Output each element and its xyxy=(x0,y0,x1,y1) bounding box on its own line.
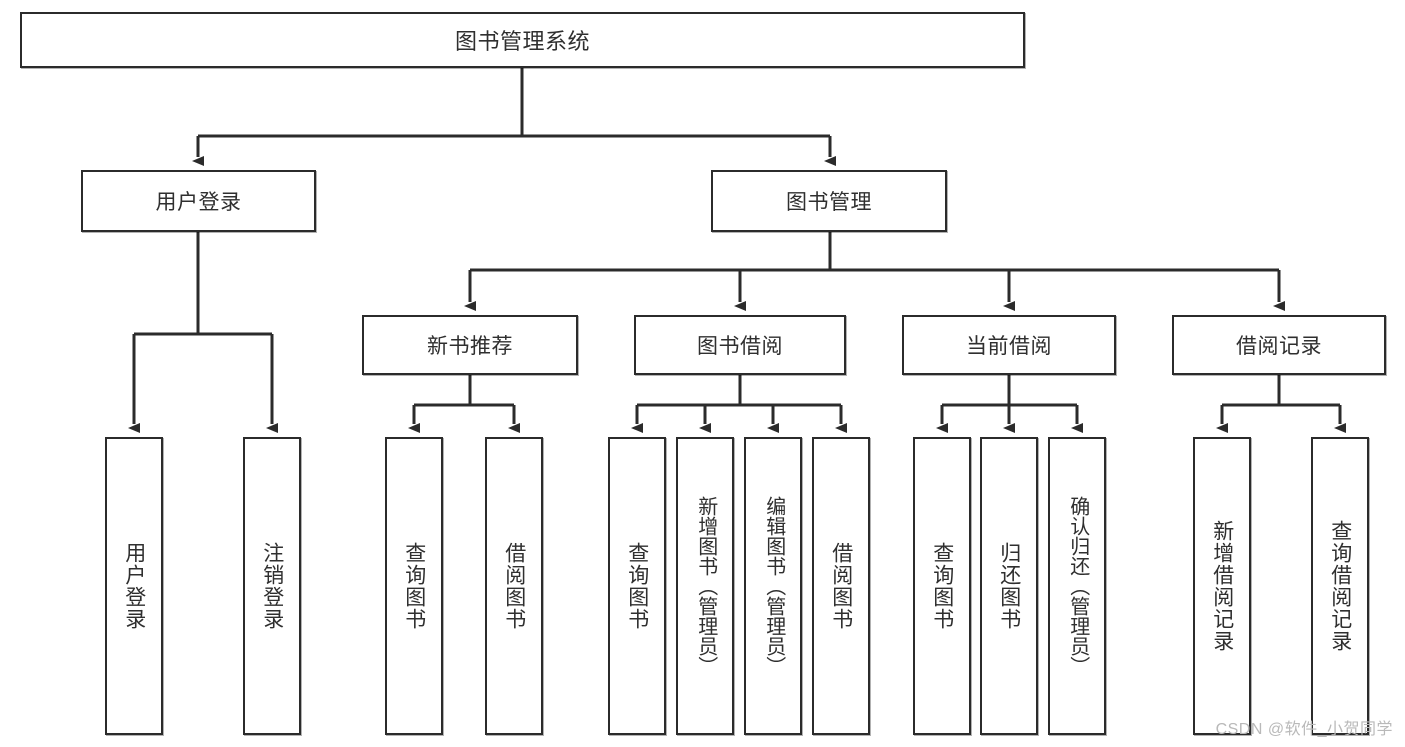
node-label: 借阅图书 xyxy=(502,542,526,630)
node-book-management[interactable]: 图书管理 xyxy=(711,170,947,232)
node-label: 注销登录 xyxy=(260,542,284,630)
leaf-borrow-books[interactable]: 借阅图书 xyxy=(812,437,870,735)
leaf-query-books-borrow[interactable]: 查询图书 xyxy=(608,437,666,735)
node-label: 图书借阅 xyxy=(697,335,783,358)
leaf-confirm-return-admin[interactable]: 确认归还（管理员） xyxy=(1048,437,1106,735)
node-user-login[interactable]: 用户登录 xyxy=(81,170,316,232)
node-label: 查询图书 xyxy=(402,542,426,630)
node-label: 当前借阅 xyxy=(966,335,1052,358)
leaf-user-login[interactable]: 用户登录 xyxy=(105,437,163,735)
node-current-borrowing[interactable]: 当前借阅 xyxy=(902,315,1116,375)
leaf-logout[interactable]: 注销登录 xyxy=(243,437,301,735)
node-label: 用户登录 xyxy=(122,542,146,630)
node-borrowing-records[interactable]: 借阅记录 xyxy=(1172,315,1386,375)
leaf-query-books-recommend[interactable]: 查询图书 xyxy=(385,437,443,735)
node-root-book-management-system[interactable]: 图书管理系统 xyxy=(20,12,1025,68)
leaf-query-books-current[interactable]: 查询图书 xyxy=(913,437,971,735)
node-label: 查询图书 xyxy=(625,542,649,630)
leaf-edit-book-admin[interactable]: 编辑图书（管理员） xyxy=(744,437,802,735)
node-label: 借阅记录 xyxy=(1236,335,1322,358)
node-new-book-recommendation[interactable]: 新书推荐 xyxy=(362,315,578,375)
node-label: 新书推荐 xyxy=(427,335,513,358)
node-label: 图书管理 xyxy=(786,191,872,214)
node-label: 新增借阅记录 xyxy=(1210,520,1234,652)
node-label: 归还图书 xyxy=(997,542,1021,630)
node-book-borrowing[interactable]: 图书借阅 xyxy=(634,315,846,375)
node-label: 确认归还（管理员） xyxy=(1066,496,1089,676)
leaf-query-borrow-record[interactable]: 查询借阅记录 xyxy=(1311,437,1369,735)
csdn-watermark: CSDN @软件_小贺同学 xyxy=(1215,721,1393,738)
node-label: 新增图书（管理员） xyxy=(694,496,717,676)
leaf-borrow-books-recommend[interactable]: 借阅图书 xyxy=(485,437,543,735)
node-label: 借阅图书 xyxy=(829,542,853,630)
node-label: 图书管理系统 xyxy=(454,29,590,54)
node-label: 用户登录 xyxy=(155,191,242,214)
node-label: 查询图书 xyxy=(930,542,954,630)
leaf-add-borrow-record[interactable]: 新增借阅记录 xyxy=(1193,437,1251,735)
leaf-return-books[interactable]: 归还图书 xyxy=(980,437,1038,735)
node-label: 编辑图书（管理员） xyxy=(762,496,785,676)
leaf-add-book-admin[interactable]: 新增图书（管理员） xyxy=(676,437,734,735)
node-label: 查询借阅记录 xyxy=(1328,520,1352,652)
